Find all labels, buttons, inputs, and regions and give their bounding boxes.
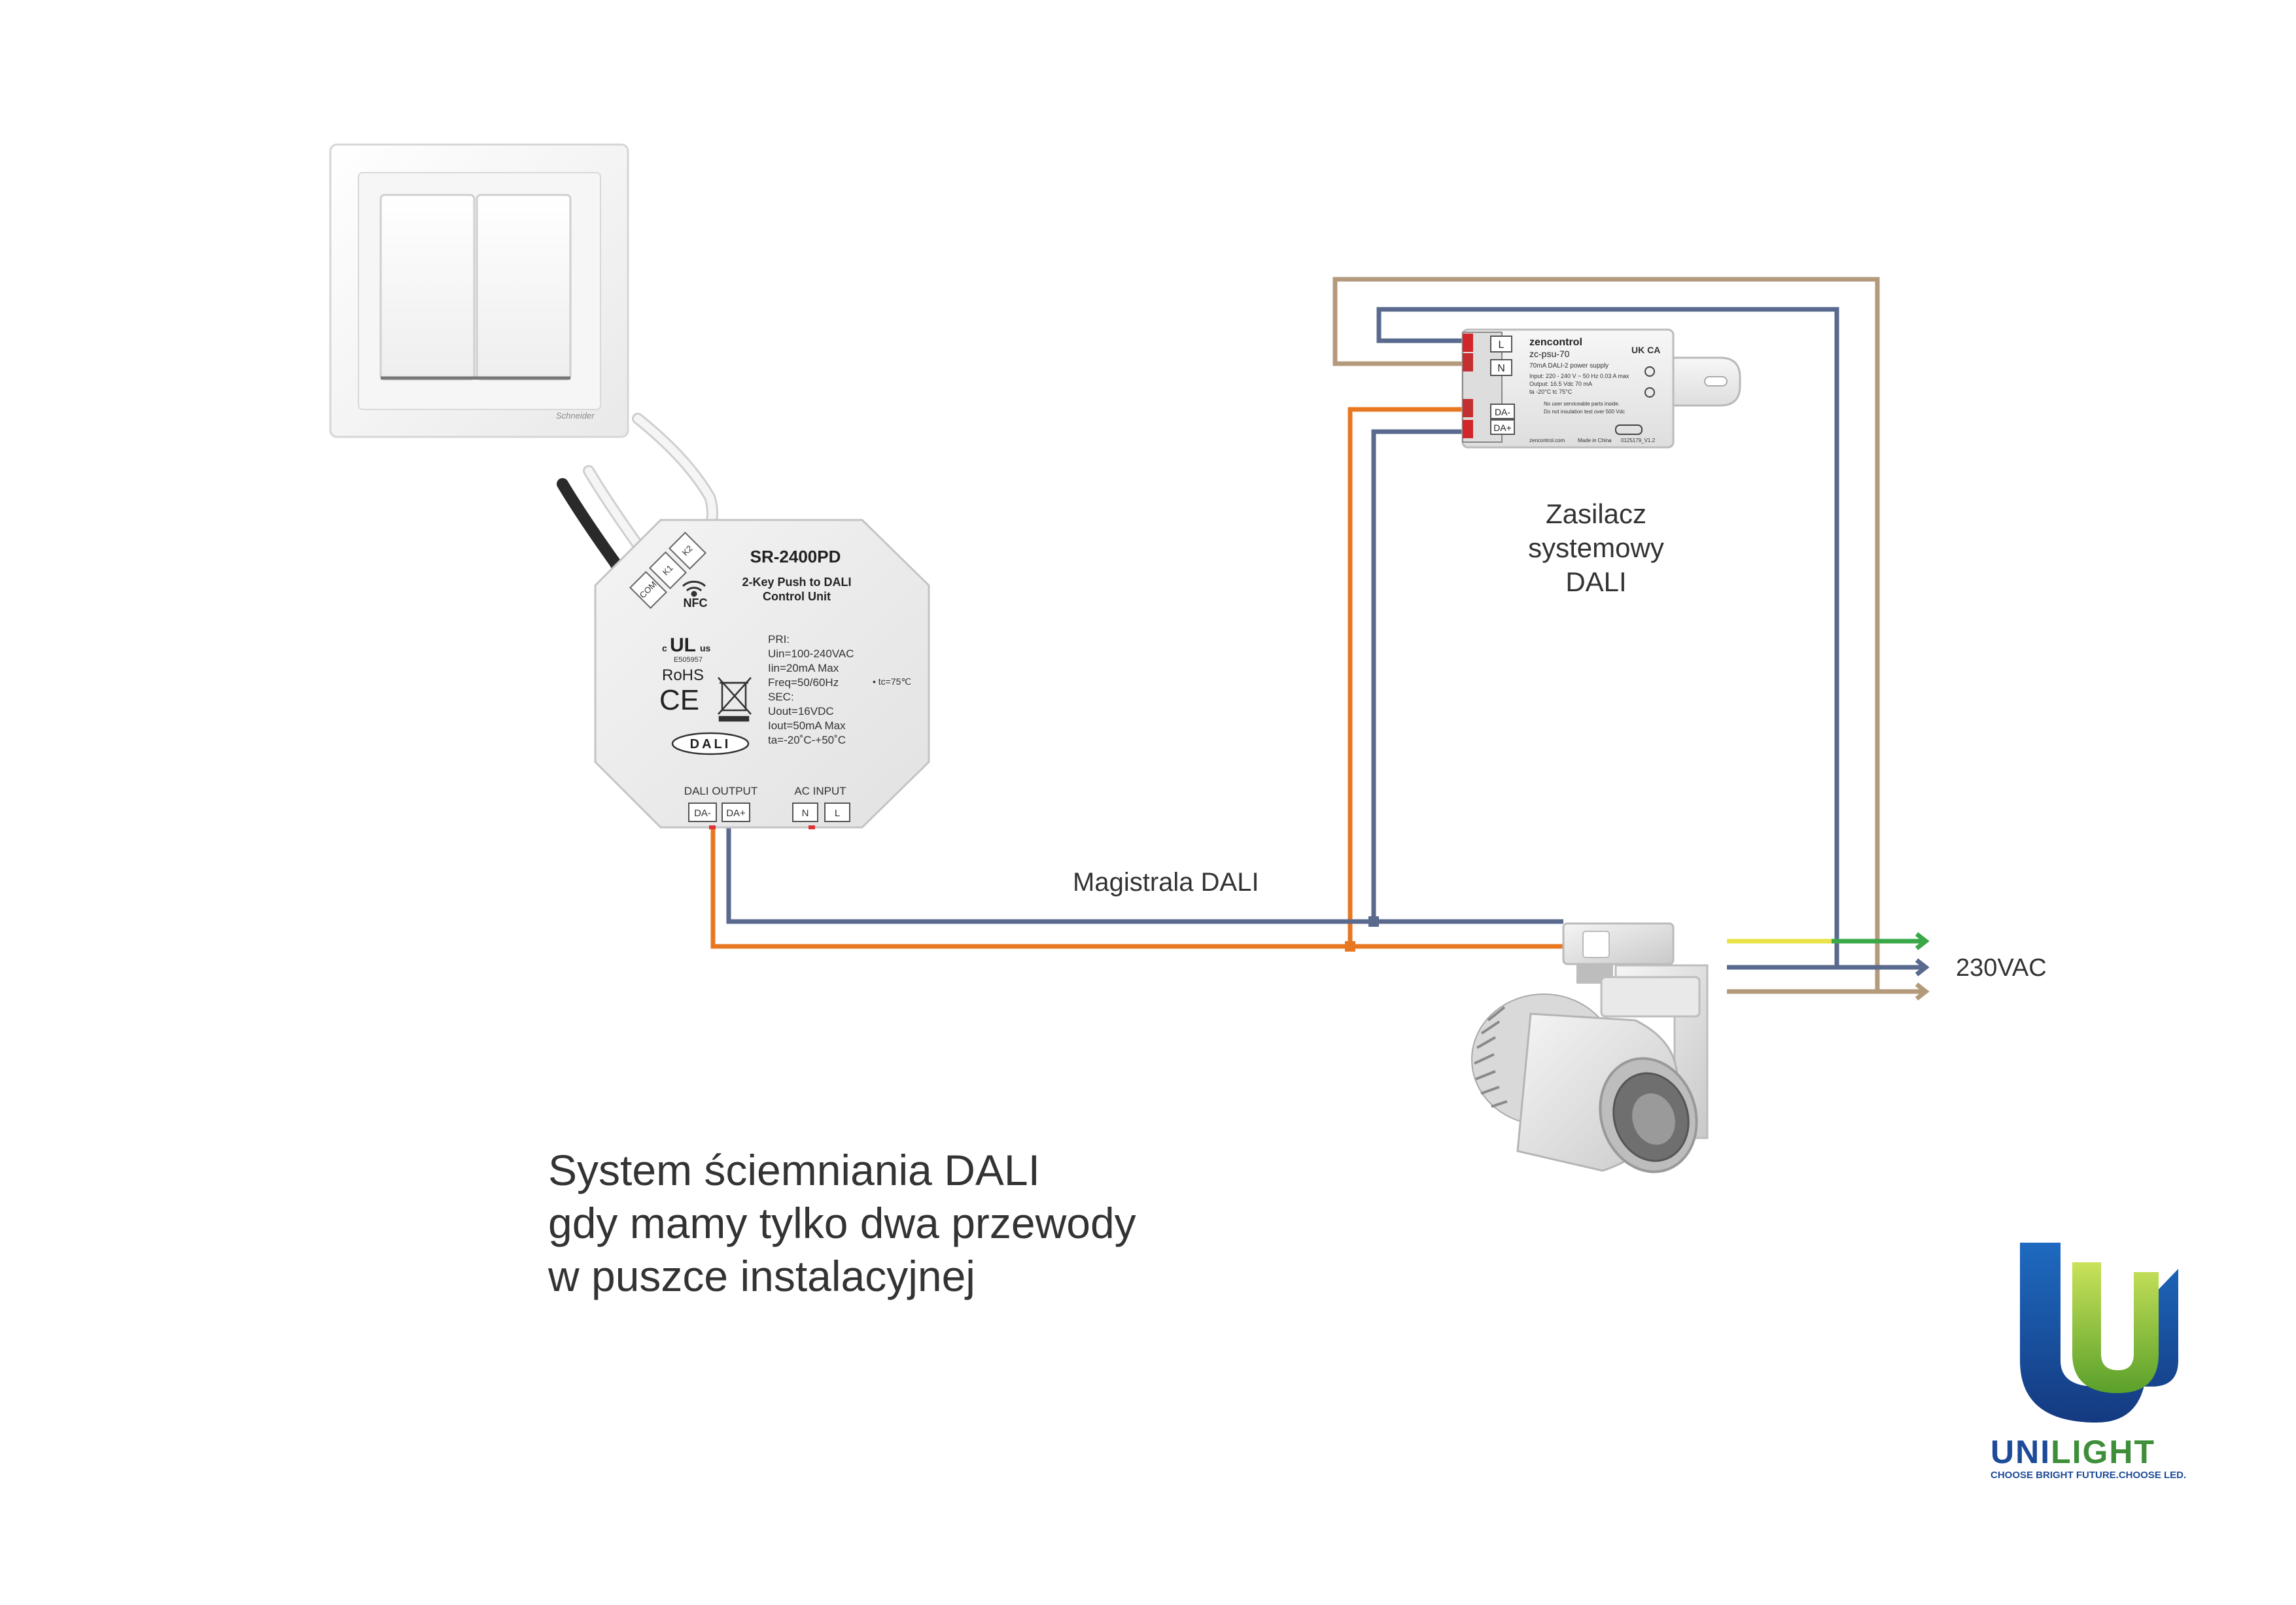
svg-text:Made in China: Made in China (1578, 438, 1612, 443)
svg-text:0125179_V1.2: 0125179_V1.2 (1621, 438, 1656, 443)
dali-power-supply: L N DA- DA+ zencontrol zc-psu-70 70mA DA… (1461, 328, 1741, 449)
main-caption-line3: w puszce instalacyjnej (548, 1252, 975, 1300)
psu-desc: 70mA DALI-2 power supply (1529, 362, 1609, 370)
psu-term-da-minus: DA- (1495, 407, 1510, 417)
labels: Zasilacz systemowy DALI Magistrala DALI … (548, 498, 2047, 1300)
svg-text:Input: 220 - 240 V ~ 50 Hz 0.: Input: 220 - 240 V ~ 50 Hz 0.03 A max (1529, 373, 1629, 379)
controller-specs: PRI: Uin=100-240VAC Iin=20mA Max Freq=50… (768, 633, 911, 746)
dali-logo-icon: DALI (671, 732, 750, 755)
main-caption-line2: gdy mamy tylko dwa przewody (548, 1199, 1136, 1247)
svg-text:Uout=16VDC: Uout=16VDC (768, 705, 834, 717)
svg-text:us: us (700, 643, 711, 653)
bus-caption: Magistrala DALI (1073, 868, 1259, 897)
psu-term-n: N (1497, 363, 1505, 374)
dali-controller-sr2400pd: COM K1 K2 SR-2400PD 2-Key Push to DALI C… (594, 519, 930, 829)
svg-text:Do not insulation test over 50: Do not insulation test over 500 Vdc (1544, 409, 1625, 415)
logo-u-blue (2020, 1243, 2178, 1423)
rohs-label: RoHS (662, 666, 704, 684)
psu-model: zc-psu-70 (1529, 349, 1570, 359)
svg-text:Output: 16.5 Vdc 70 mA: Output: 16.5 Vdc 70 mA (1529, 381, 1592, 387)
svg-text:Uin=100-240VAC: Uin=100-240VAC (768, 647, 854, 660)
logo-name: UNILIGHT (1991, 1434, 2155, 1470)
weee-bin-icon (718, 677, 752, 722)
controller-terminals (688, 802, 850, 822)
psu-brand: zencontrol (1529, 337, 1582, 348)
unilight-logo: UNILIGHT CHOOSE BRIGHT FUTURE.CHOOSE LED… (1991, 1243, 2186, 1481)
nfc-label: NFC (684, 596, 708, 610)
arrow-earth (1915, 932, 1930, 950)
svg-text:Freq=50/60Hz: Freq=50/60Hz (768, 676, 839, 689)
term-l: L (835, 808, 840, 819)
svg-text:SEC:: SEC: (768, 691, 794, 703)
svg-text:UL: UL (670, 634, 696, 656)
ce-mark: CE (659, 684, 699, 716)
logo-u-green (2072, 1262, 2159, 1393)
psu-cert-icons (1615, 366, 1655, 435)
psu-caption-line3: DALI (1565, 566, 1626, 597)
controller-desc2: Control Unit (763, 590, 831, 603)
psu-term-da-plus: DA+ (1493, 423, 1512, 433)
track-spotlight (1471, 922, 1709, 1173)
svg-text:Iin=20mA Max: Iin=20mA Max (768, 662, 839, 674)
dali-output-label: DALI OUTPUT (684, 785, 757, 797)
nfc-icon (682, 580, 706, 597)
controller-desc1: 2-Key Push to DALI (742, 576, 851, 589)
psu-marks: UK CA (1631, 345, 1660, 355)
junction-blue (1368, 916, 1379, 927)
mains-caption: 230VAC (1956, 954, 2047, 982)
arrow-neutral (1915, 958, 1930, 976)
controller-terminal-tags: COM K1 K2 (629, 532, 706, 609)
svg-text:DALI: DALI (690, 737, 731, 751)
wall-switch: Schneider (329, 143, 629, 438)
svg-text:ta -20°C tc 75°C: ta -20°C tc 75°C (1529, 388, 1573, 395)
svg-text:Iout=50mA Max: Iout=50mA Max (768, 719, 846, 732)
svg-text:zencontrol.com: zencontrol.com (1529, 438, 1565, 443)
psu-caption-line1: Zasilacz (1546, 498, 1646, 529)
svg-text:PRI:: PRI: (768, 633, 790, 646)
term-da-minus: DA- (694, 808, 711, 819)
psu-caption-line2: systemowy (1528, 532, 1664, 563)
term-n: N (802, 808, 809, 819)
ac-input-label: AC INPUT (794, 785, 846, 797)
svg-text:• tc=75℃: • tc=75℃ (873, 676, 911, 687)
switch-key-left (379, 194, 476, 381)
logo-tagline: CHOOSE BRIGHT FUTURE.CHOOSE LED. (1991, 1470, 2186, 1481)
junction-orange (1345, 941, 1355, 952)
switch-key-right (476, 194, 572, 381)
svg-text:c: c (662, 643, 667, 653)
controller-model: SR-2400PD (750, 547, 841, 566)
svg-text:ta=-20˚C-+50˚C: ta=-20˚C-+50˚C (768, 734, 846, 746)
svg-text:No user serviceable parts insi: No user serviceable parts inside. (1544, 401, 1620, 407)
psu-term-l: L (1499, 339, 1505, 351)
ul-file-number: E505957 (674, 656, 703, 664)
wires (710, 277, 1930, 1001)
main-caption-line1: System ściemniania DALI (548, 1146, 1040, 1194)
switch-brand-label: Schneider (556, 411, 595, 421)
arrow-live (1915, 982, 1930, 1001)
term-da-plus: DA+ (726, 808, 746, 819)
ul-mark-icon: c UL us (662, 634, 711, 656)
